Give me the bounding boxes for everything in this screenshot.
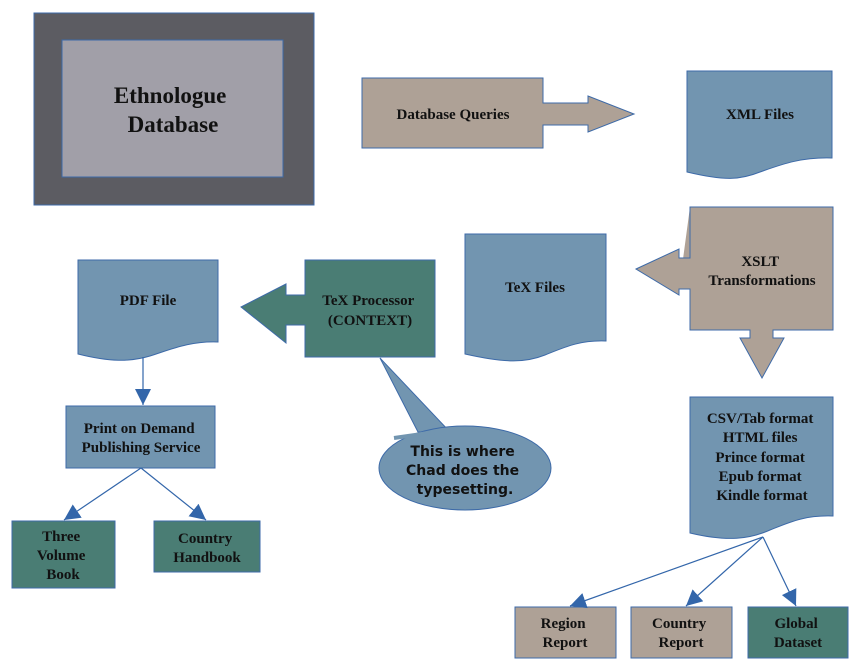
edge-formats-to-global-dataset [762,536,797,607]
database-queries-node[interactable]: Database Queries [361,77,636,149]
edge-formats-to-country-report [685,536,764,607]
typesetting-callout: This is where Chad does the typesetting. [378,357,552,511]
three-volume-book-box [11,520,116,589]
callout-text: This is where Chad does the typesetting. [406,444,524,498]
tex-files-node[interactable]: TeX Files [464,233,607,362]
global-dataset-label: Global Dataset [774,616,822,651]
callout-pointer [379,357,452,433]
tex-processor-label: TeX Processor (CONTEXT) [322,293,418,329]
xslt-label: XSLT Transformations [708,254,815,289]
database-label: Ethnologue Database [114,83,232,137]
output-formats-label: CSV/Tab format HTML files Prince format … [707,411,817,504]
connectors [63,357,797,609]
edge-formats-to-region-report [569,536,764,609]
edge-pod-to-country-handbook [140,467,207,521]
pdf-file-label: PDF File [120,293,177,309]
country-report-node[interactable]: Country Report [630,606,733,659]
edge-pod-to-three-volume [63,467,142,521]
document-shape [464,233,607,362]
country-handbook-label: Country Handbook [173,531,241,566]
three-volume-book-label: Three Volume Book [37,529,89,583]
xslt-transformations-node[interactable]: XSLT Transformations [634,206,834,380]
document-shape [689,396,834,539]
xslt-arrow-outline [634,206,834,380]
print-on-demand-label: Print on Demand Publishing Service [82,421,201,456]
tex-files-label: TeX Files [505,280,565,296]
region-report-label: Region Report [541,616,590,651]
print-on-demand-box [65,405,216,469]
left-arrow-shape [240,259,436,358]
callout-bubble [378,425,552,511]
country-handbook-box [153,520,261,573]
ethnologue-database-node[interactable]: Ethnologue Database [33,12,315,206]
output-formats-node[interactable]: CSV/Tab format HTML files Prince format … [689,396,834,539]
global-dataset-node[interactable]: Global Dataset [747,606,849,659]
xml-files-label: XML Files [726,107,794,123]
xml-files-node[interactable]: XML Files [686,70,833,179]
database-queries-label: Database Queries [397,107,510,123]
country-report-box [630,606,733,659]
database-inner-panel [61,39,284,178]
country-handbook-node[interactable]: Country Handbook [153,520,261,573]
print-on-demand-node[interactable]: Print on Demand Publishing Service [65,405,216,469]
region-report-node[interactable]: Region Report [514,606,617,659]
right-arrow-shape [361,77,636,149]
country-report-label: Country Report [652,616,710,651]
document-shape [686,70,833,179]
three-volume-book-node[interactable]: Three Volume Book [11,520,116,589]
pdf-file-node[interactable]: PDF File [77,259,219,361]
tex-processor-node[interactable]: TeX Processor (CONTEXT) [240,259,436,358]
global-dataset-box [747,606,849,659]
document-shape [77,259,219,361]
region-report-box [514,606,617,659]
